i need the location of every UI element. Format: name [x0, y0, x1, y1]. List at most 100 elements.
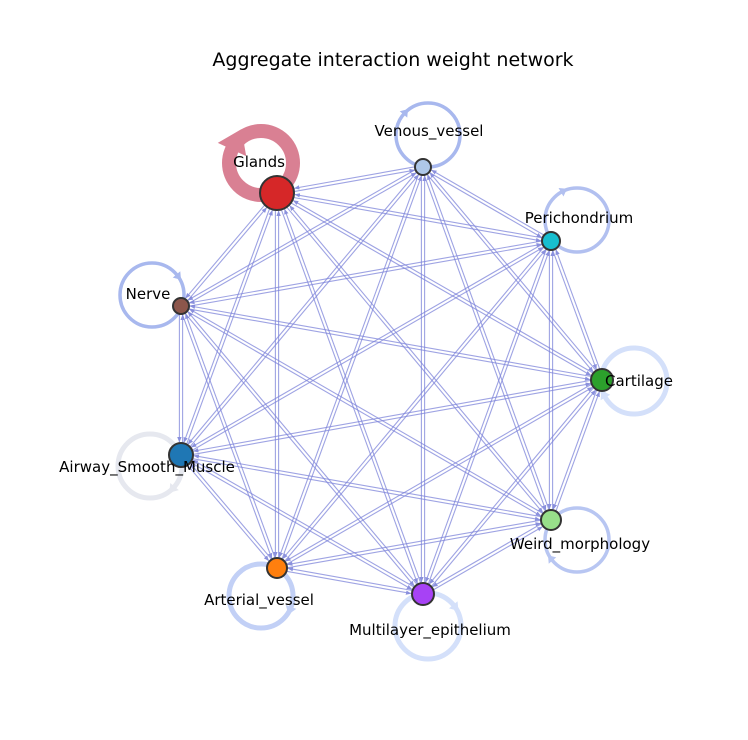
self-loop-arrow-airway-smooth-muscle [169, 482, 179, 493]
edge-arterial-vessel-to-airway-smooth-muscle [190, 463, 273, 560]
node-glands [259, 175, 295, 211]
edge-multilayer-epithelium-to-airway-smooth-muscle [192, 459, 415, 588]
self-loop-arrow-arterial-vessel [285, 605, 297, 615]
chart-title: Aggregate interaction weight network [212, 49, 573, 71]
self-loop-arrow-glands [217, 129, 247, 157]
edge-nerve-to-venous-vessel [188, 172, 417, 304]
edge-perichondrium-to-airway-smooth-muscle [190, 243, 543, 448]
edge-airway-smooth-muscle-to-glands [186, 209, 273, 445]
edge-weird-morphology-to-cartilage [555, 391, 600, 512]
edge-venous-vessel-to-arterial-vessel [278, 173, 420, 558]
edge-nerve-to-multilayer-epithelium [184, 312, 415, 587]
edge-arterial-vessel-to-perichondrium [284, 249, 547, 562]
edge-glands-to-venous-vessel [293, 168, 415, 193]
edge-multilayer-epithelium-to-cartilage [430, 389, 596, 587]
edge-nerve-to-arterial-vessel [181, 313, 273, 559]
edge-arterial-vessel-to-multilayer-epithelium [286, 570, 412, 595]
edge-cartilage-to-airway-smooth-muscle [192, 379, 591, 453]
node-label-nerve: Nerve [126, 285, 171, 303]
node-airway-smooth-muscle [168, 442, 194, 468]
edge-cartilage-to-nerve [189, 304, 592, 378]
self-loop-arterial-vessel [226, 561, 296, 631]
edge-perichondrium-to-arterial-vessel [282, 246, 545, 559]
edge-weird-morphology-to-glands [289, 205, 547, 512]
edges [177, 166, 601, 595]
self-loop-perichondrium [543, 186, 611, 254]
node-label-airway-smooth-muscle: Airway_Smooth_Muscle [59, 458, 235, 477]
edge-perichondrium-to-nerve [189, 240, 542, 305]
edge-venous-vessel-to-weird-morphology [423, 174, 547, 511]
edge-weird-morphology-to-arterial-vessel [287, 519, 541, 566]
node-nerve [172, 297, 190, 315]
nodes [168, 158, 614, 606]
edge-cartilage-to-glands [292, 200, 594, 374]
self-loop-arrow-weird-morphology [547, 555, 557, 564]
node-cartilage [590, 368, 614, 392]
edge-glands-to-airway-smooth-muscle [183, 208, 271, 443]
edge-nerve-to-perichondrium [189, 242, 542, 307]
edge-cartilage-to-arterial-vessel [285, 383, 592, 562]
edge-airway-smooth-muscle-to-perichondrium [191, 246, 544, 451]
edge-weird-morphology-to-airway-smooth-muscle [193, 454, 542, 518]
edge-weird-morphology-to-multilayer-epithelium [432, 523, 542, 588]
edge-glands-to-multilayer-epithelium [280, 209, 418, 584]
edge-weird-morphology-to-venous-vessel [427, 174, 550, 511]
node-multilayer-epithelium [411, 582, 435, 606]
edge-airway-smooth-muscle-to-venous-vessel [189, 174, 419, 448]
edge-perichondrium-to-glands [294, 193, 543, 239]
edge-arterial-vessel-to-weird-morphology [287, 522, 541, 569]
node-label-venous-vessel: Venous_vessel [375, 122, 484, 141]
edge-glands-to-perichondrium [293, 196, 542, 243]
edge-venous-vessel-to-airway-smooth-muscle [187, 171, 418, 445]
edge-venous-vessel-to-nerve [187, 169, 416, 301]
edge-airway-smooth-muscle-to-cartilage [192, 382, 592, 456]
edge-multilayer-epithelium-to-glands [284, 208, 422, 584]
edge-weird-morphology-to-nerve [189, 308, 544, 515]
node-label-arterial-vessel: Arterial_vessel [204, 591, 314, 610]
edge-perichondrium-to-cartilage [552, 249, 597, 370]
edge-venous-vessel-to-perichondrium [428, 171, 543, 238]
edge-arterial-vessel-to-venous-vessel [281, 175, 422, 560]
edge-multilayer-epithelium-to-nerve [187, 311, 418, 585]
node-label-cartilage: Cartilage [605, 372, 673, 390]
self-loop-arrow-perichondrium [558, 188, 568, 197]
edge-multilayer-epithelium-to-perichondrium [427, 250, 550, 585]
edge-nerve-to-cartilage [188, 308, 591, 381]
edge-cartilage-to-perichondrium [555, 249, 601, 370]
node-arterial-vessel [266, 557, 288, 579]
edge-arterial-vessel-to-cartilage [286, 386, 593, 565]
edge-cartilage-to-venous-vessel [429, 172, 597, 371]
node-perichondrium [541, 231, 561, 251]
edge-glands-to-nerve [185, 204, 266, 299]
self-loop-weird-morphology [543, 506, 611, 574]
edge-cartilage-to-weird-morphology [552, 389, 598, 510]
node-venous-vessel [414, 158, 432, 176]
edge-multilayer-epithelium-to-arterial-vessel [287, 567, 413, 592]
edge-venous-vessel-to-glands [293, 166, 415, 190]
edge-venous-vessel-to-cartilage [426, 173, 594, 373]
edge-glands-to-weird-morphology [286, 206, 544, 514]
self-loop-arrow-venous-vessel [399, 109, 408, 118]
edge-glands-to-cartilage [290, 202, 592, 376]
edge-cartilage-to-multilayer-epithelium [429, 387, 595, 585]
edge-perichondrium-to-multilayer-epithelium [425, 248, 547, 583]
node-label-perichondrium: Perichondrium [525, 209, 634, 227]
self-loop-arrow-multilayer-epithelium [448, 601, 459, 611]
node-label-weird-morphology: Weird_morphology [510, 535, 650, 554]
node-label-multilayer-epithelium: Multilayer_epithelium [349, 621, 511, 640]
edge-airway-smooth-muscle-to-arterial-vessel [187, 464, 270, 562]
edge-airway-smooth-muscle-to-weird-morphology [192, 458, 541, 521]
self-loop-arrow-cartilage [600, 390, 611, 401]
edge-nerve-to-glands [186, 207, 267, 302]
edge-arterial-vessel-to-nerve [185, 313, 276, 559]
edge-nerve-to-weird-morphology [186, 310, 542, 517]
edge-perichondrium-to-venous-vessel [431, 169, 545, 236]
node-weird-morphology [540, 509, 562, 531]
node-label-glands: Glands [233, 153, 285, 171]
node-labels: Glands Venous_vesselPerichondriumCartilag… [59, 122, 673, 640]
self-loop-arrow-nerve [172, 271, 182, 280]
edge-multilayer-epithelium-to-weird-morphology [433, 526, 543, 591]
self-loop-nerve [118, 261, 186, 329]
edge-airway-smooth-muscle-to-multilayer-epithelium [190, 461, 413, 590]
